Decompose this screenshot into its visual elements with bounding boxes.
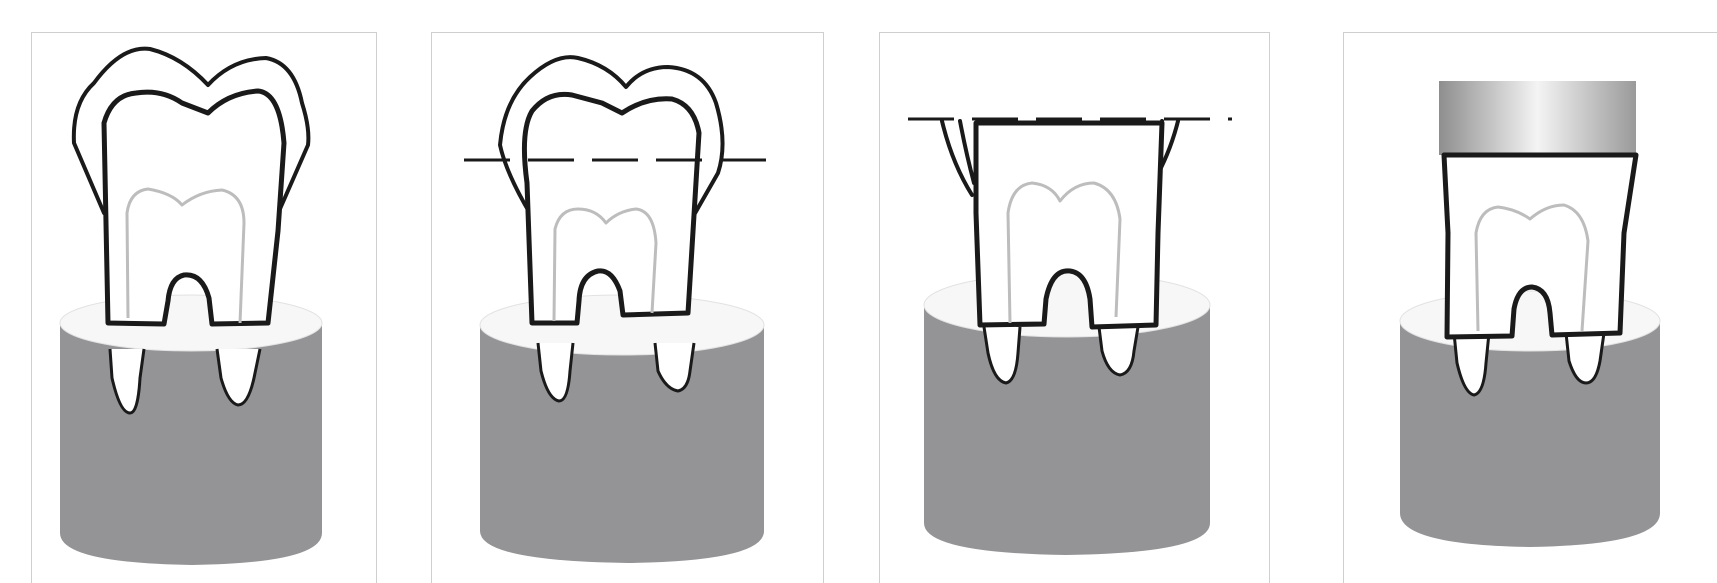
intact-tooth-illustration xyxy=(32,33,376,583)
panel-intact-tooth xyxy=(31,32,377,583)
cut-line-tooth-illustration xyxy=(432,33,823,583)
block-tooth-illustration xyxy=(1344,33,1717,583)
sectioned-tooth-illustration xyxy=(880,33,1269,583)
panel-flat-surface-with-block xyxy=(1343,32,1717,583)
panel-cut-line-marked xyxy=(431,32,824,583)
bonded-block xyxy=(1439,81,1636,155)
resin-cylinder xyxy=(60,295,322,565)
crown-dentin xyxy=(524,94,699,323)
resin-cylinder xyxy=(924,273,1210,555)
panel-crown-sectioned xyxy=(879,32,1270,583)
resin-cylinder xyxy=(480,295,764,563)
crown-dentin xyxy=(104,91,284,324)
